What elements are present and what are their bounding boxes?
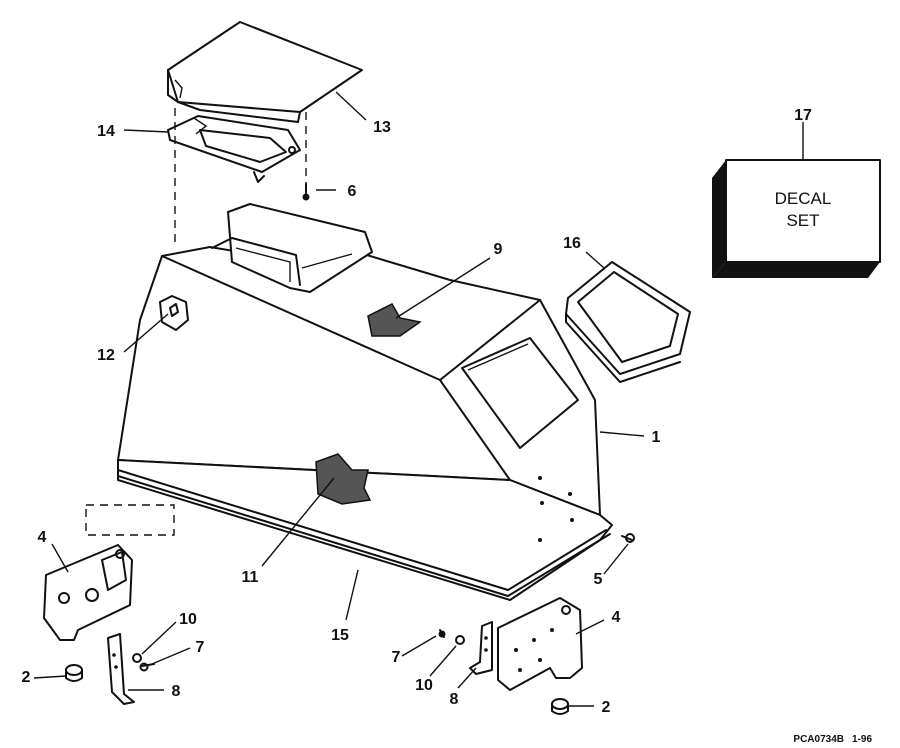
callout-13: 13 bbox=[373, 119, 391, 136]
part-16-window-seal bbox=[565, 261, 691, 383]
callout-14: 14 bbox=[97, 123, 115, 140]
part-8-left-clip bbox=[107, 633, 135, 705]
part-14-intake-grille bbox=[167, 115, 301, 183]
callout-12: 12 bbox=[97, 347, 115, 364]
callout-5: 5 bbox=[594, 571, 603, 588]
callout-7-right: 7 bbox=[392, 649, 401, 666]
callout-10-right: 10 bbox=[415, 677, 433, 694]
diagram-code: PCA0734B bbox=[793, 734, 844, 745]
part-8-right-clip bbox=[469, 621, 493, 675]
part-2-left-foot bbox=[65, 664, 83, 682]
part-1-motor-cover bbox=[117, 203, 613, 601]
callout-6: 6 bbox=[348, 183, 357, 200]
part-5-screw bbox=[621, 533, 635, 543]
part-11-foam-pad bbox=[315, 453, 372, 505]
diagram-date: 1-96 bbox=[852, 734, 872, 745]
callout-17: 17 bbox=[794, 107, 812, 124]
callout-8-left: 8 bbox=[172, 683, 181, 700]
callout-4-right: 4 bbox=[612, 609, 621, 626]
part-4-right-bracket bbox=[497, 597, 583, 691]
callout-15: 15 bbox=[331, 627, 349, 644]
part-12-knob bbox=[159, 295, 189, 331]
part-6-screw bbox=[302, 183, 310, 201]
part-17-decal-set: DECAL SET bbox=[712, 159, 881, 278]
callout-2-left: 2 bbox=[22, 669, 31, 686]
part-10-right-washer bbox=[455, 635, 465, 645]
callout-labels: 14 13 6 17 16 9 12 1 11 15 5 4 2 10 7 8 … bbox=[22, 107, 812, 716]
callout-1: 1 bbox=[652, 429, 661, 446]
leader-lines bbox=[33, 91, 804, 707]
part-4-left-bracket bbox=[43, 544, 133, 641]
callout-8-right: 8 bbox=[450, 691, 459, 708]
callout-9: 9 bbox=[494, 241, 503, 258]
part-7-left-screw bbox=[139, 662, 155, 672]
callout-7-left: 7 bbox=[196, 639, 205, 656]
callout-10-left: 10 bbox=[179, 611, 197, 628]
part-7-right-screw bbox=[438, 629, 446, 638]
part-2-right-foot bbox=[551, 698, 569, 715]
callout-16: 16 bbox=[563, 235, 581, 252]
part-13-top-cover bbox=[167, 21, 363, 123]
decal-label-line1: DECAL bbox=[775, 189, 832, 208]
callout-2-right: 2 bbox=[602, 699, 611, 716]
decal-label-line2: SET bbox=[786, 211, 819, 230]
part-9-foam-pad bbox=[367, 303, 422, 337]
callout-4-left: 4 bbox=[38, 529, 47, 546]
callout-11: 11 bbox=[242, 569, 259, 586]
part-10-left-washer bbox=[132, 653, 142, 663]
